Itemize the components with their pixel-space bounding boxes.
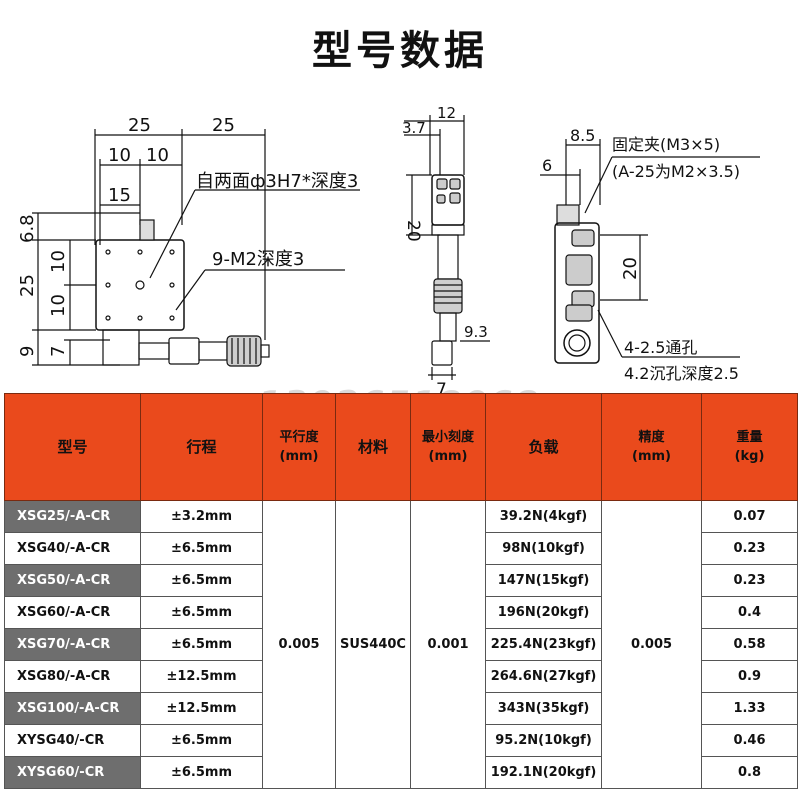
cell-stroke: ±12.5mm [140, 692, 263, 725]
header-precision: 精度(mm) [601, 393, 702, 501]
dim-10-a: 10 [108, 145, 131, 166]
cell-load: 147N(15kgf) [485, 564, 602, 597]
cell-weight: 0.9 [701, 660, 798, 693]
dim-8-5: 8.5 [570, 126, 595, 145]
cell-model: XSG80/-A-CR [4, 660, 141, 693]
note-thread-depth: 9-M2深度3 [212, 249, 304, 270]
table-row: XSG40/-A-CR±6.5mm 98N(10kgf) 0.23 [4, 532, 798, 565]
dim-10-vertical-a: 10 [48, 250, 69, 273]
technical-drawings: 25 25 10 10 15 自两面ф3H7*深度3 9-M2深度3 6.8 2… [17, 104, 760, 395]
cell-stroke: ±6.5mm [140, 564, 263, 597]
cell-model: XSG60/-A-CR [4, 596, 141, 629]
spec-table: 型号 行程 平行度(mm) 材料 最小刻度(mm) 负载 精度(mm) 重量(k… [4, 393, 798, 789]
cell-weight: 1.33 [701, 692, 798, 725]
page-title: 型号数据 [312, 28, 488, 74]
side-view-drawing [404, 115, 490, 380]
front-view-drawing [32, 129, 360, 367]
cell-load: 98N(10kgf) [485, 532, 602, 565]
cell-load: 192.1N(20kgf) [485, 756, 602, 789]
dim-20-side: 20 [403, 220, 423, 242]
header-parallelism: 平行度(mm) [262, 393, 336, 501]
cell-weight: 0.58 [701, 628, 798, 661]
cell-stroke: ±6.5mm [140, 532, 263, 565]
table-row: XSG80/-A-CR±12.5mm 264.6N(27kgf) 0.9 [4, 660, 798, 693]
cell-parallelism: 0.005 [262, 500, 336, 789]
dim-25-right: 25 [212, 115, 235, 136]
table-row: XSG70/-A-CR±6.5mm 225.4N(23kgf) 0.58 [4, 628, 798, 661]
front-view-labels: 25 25 10 10 15 自两面ф3H7*深度3 9-M2深度3 6.8 2… [17, 115, 358, 357]
cell-stroke: ±6.5mm [140, 724, 263, 757]
dim-15: 15 [108, 185, 131, 206]
header-stroke: 行程 [140, 393, 263, 501]
cell-model: XSG25/-A-CR [4, 500, 141, 533]
cell-weight: 0.23 [701, 564, 798, 597]
cell-model: XSG50/-A-CR [4, 564, 141, 597]
table-row: XSG100/-A-CR±12.5mm 343N(35kgf) 1.33 [4, 692, 798, 725]
cell-weight: 0.07 [701, 500, 798, 533]
cell-model: XYSG40/-CR [4, 724, 141, 757]
dim-3-7: 3.7 [402, 119, 426, 137]
dim-9-3: 9.3 [464, 323, 488, 341]
cell-model: XSG70/-A-CR [4, 628, 141, 661]
cell-model: XSG40/-A-CR [4, 532, 141, 565]
dim-6: 6 [542, 156, 552, 175]
cell-stroke: ±12.5mm [140, 660, 263, 693]
dim-7-side: 7 [436, 380, 447, 395]
cell-precision: 0.005 [601, 500, 702, 789]
dim-10-b: 10 [146, 145, 169, 166]
header-weight: 重量(kg) [701, 393, 798, 501]
dim-20-right: 20 [620, 257, 641, 280]
table-header-row: 型号 行程 平行度(mm) 材料 最小刻度(mm) 负载 精度(mm) 重量(k… [4, 393, 798, 501]
note-counterbore: 4.2沉孔深度2.5 [624, 364, 739, 383]
cell-model: XYSG60/-CR [4, 756, 141, 789]
right-view-drawing [540, 139, 760, 364]
dim-7-vertical: 7 [48, 346, 69, 357]
note-clamp: 固定夹(M3×5) [612, 135, 720, 154]
cell-min-scale: 0.001 [410, 500, 486, 789]
dim-10-vertical-b: 10 [48, 294, 69, 317]
cell-weight: 0.46 [701, 724, 798, 757]
right-view-labels: 8.5 6 20 固定夹(M3×5) (A-25为M2×3.5) 4-2.5通孔… [542, 126, 740, 383]
cell-stroke: ±6.5mm [140, 628, 263, 661]
note-clamp-a25: (A-25为M2×3.5) [612, 162, 740, 181]
cell-weight: 0.23 [701, 532, 798, 565]
cell-weight: 0.8 [701, 756, 798, 789]
header-min-scale: 最小刻度(mm) [410, 393, 486, 501]
dim-9-vertical: 9 [17, 346, 38, 357]
cell-load: 95.2N(10kgf) [485, 724, 602, 757]
note-through-hole: 4-2.5通孔 [624, 338, 697, 357]
cell-stroke: ±3.2mm [140, 500, 263, 533]
side-view-labels: 12 3.7 20 9.3 7 [402, 104, 488, 395]
cell-stroke: ±6.5mm [140, 596, 263, 629]
dim-12: 12 [437, 104, 456, 122]
cell-load: 343N(35kgf) [485, 692, 602, 725]
cell-load: 39.2N(4kgf) [485, 500, 602, 533]
cell-material: SUS440C [335, 500, 411, 789]
cell-model: XSG100/-A-CR [4, 692, 141, 725]
header-model: 型号 [4, 393, 141, 501]
note-hole-depth: 自两面ф3H7*深度3 [196, 171, 358, 192]
cell-load: 196N(20kgf) [485, 596, 602, 629]
dim-6-8: 6.8 [17, 214, 38, 243]
cell-weight: 0.4 [701, 596, 798, 629]
dim-25-left: 25 [128, 115, 151, 136]
table-row: XYSG60/-CR±6.5mm 192.1N(20kgf) 0.8 [4, 756, 798, 789]
dim-25-vertical: 25 [17, 274, 38, 297]
cell-load: 264.6N(27kgf) [485, 660, 602, 693]
header-load: 负载 [485, 393, 602, 501]
cell-stroke: ±6.5mm [140, 756, 263, 789]
header-material: 材料 [335, 393, 411, 501]
cell-load: 225.4N(23kgf) [485, 628, 602, 661]
